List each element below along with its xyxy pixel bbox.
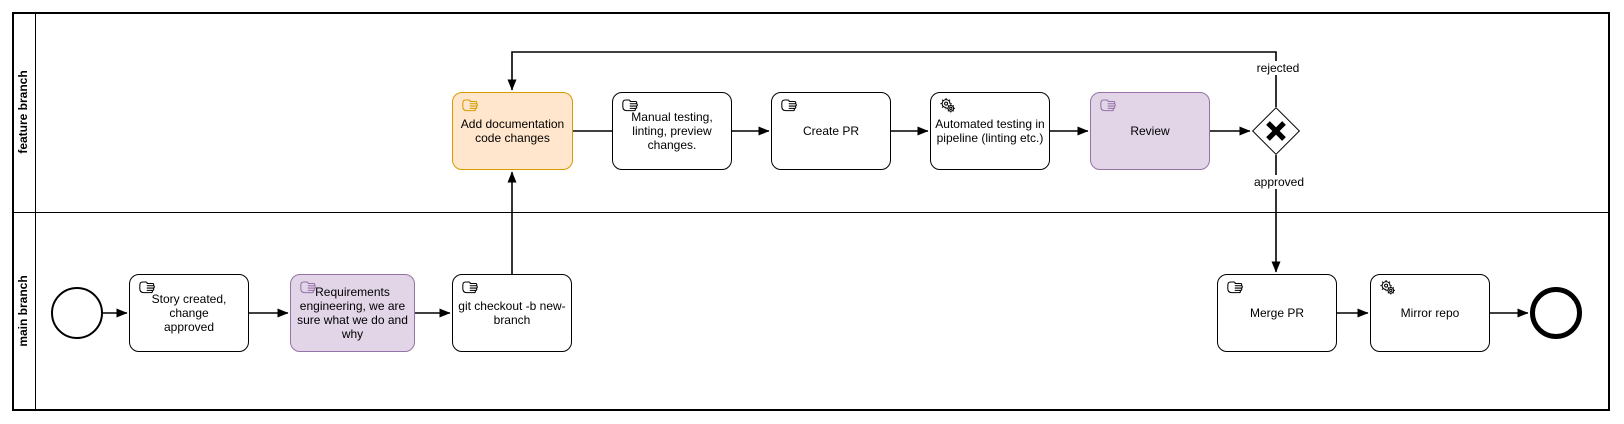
hand-icon — [619, 97, 640, 114]
lane-label-column-divider — [35, 14, 36, 409]
task-label: Manual testing, linting, preview changes… — [631, 110, 713, 152]
task-label: Mirror repo — [1400, 306, 1460, 320]
flow-rejected-loop-to-add-docs — [507, 51, 1277, 107]
gear-icon — [937, 97, 958, 114]
task-merge-pr: Merge PR — [1217, 274, 1337, 352]
hand-icon — [136, 279, 157, 296]
hand-icon — [1224, 279, 1245, 296]
hand-icon — [459, 279, 480, 296]
start-event — [51, 287, 103, 339]
task-label: Requirements engineering, we are sure wh… — [297, 285, 408, 341]
task-git-checkout: git checkout -b new- branch — [452, 274, 572, 352]
task-label: Create PR — [802, 124, 860, 138]
lane-divider — [14, 212, 1608, 213]
gear-icon — [1377, 279, 1398, 296]
process-pool — [12, 12, 1610, 411]
end-event — [1530, 287, 1582, 339]
hand-icon — [297, 279, 318, 296]
hand-icon — [459, 97, 480, 114]
task-label: Story created, change approved — [151, 292, 227, 334]
task-label: Review — [1130, 124, 1170, 138]
flow-label-rejected: rejected — [1254, 61, 1302, 75]
task-story-created: Story created, change approved — [129, 274, 249, 352]
task-automated-testing: Automated testing in pipeline (linting e… — [930, 92, 1050, 170]
hand-icon — [778, 97, 799, 114]
task-label: Merge PR — [1249, 306, 1305, 320]
task-label: Automated testing in pipeline (linting e… — [935, 117, 1045, 145]
task-manual-testing: Manual testing, linting, preview changes… — [612, 92, 732, 170]
task-review: Review — [1090, 92, 1210, 170]
task-label: Add documentation code changes — [460, 117, 565, 145]
task-label: git checkout -b new- branch — [458, 299, 566, 327]
task-create-pr: Create PR — [771, 92, 891, 170]
flow-label-approved: approved — [1251, 175, 1307, 189]
x-cross-icon — [1266, 121, 1286, 141]
hand-icon — [1097, 97, 1118, 114]
task-requirements-engineering: Requirements engineering, we are sure wh… — [290, 274, 415, 352]
task-mirror-repo: Mirror repo — [1370, 274, 1490, 352]
task-add-documentation-code-changes: Add documentation code changes — [452, 92, 573, 170]
